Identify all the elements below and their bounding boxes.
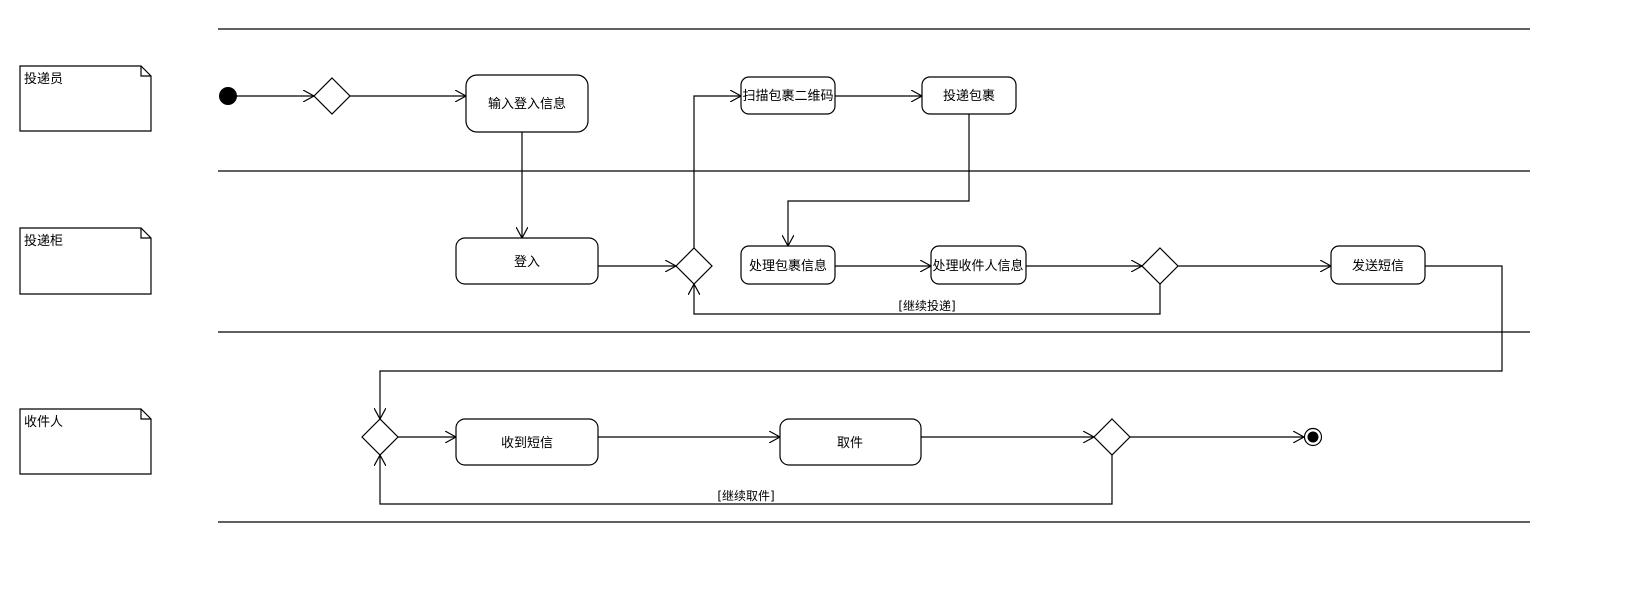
activity-receive-sms-label: 收到短信	[501, 436, 553, 451]
activity-process-parcel: 处理包裹信息	[740, 245, 836, 285]
start-node	[219, 87, 237, 105]
activity-receive-sms: 收到短信	[455, 418, 599, 466]
activity-pickup: 取件	[779, 418, 922, 466]
decision-node-5	[1093, 418, 1131, 456]
activity-input-login-label: 输入登入信息	[488, 96, 566, 112]
activity-send-sms-label: 发送短信	[1352, 258, 1404, 274]
activity-login-label: 登入	[514, 255, 540, 270]
lane-label-locker-text: 投递柜	[24, 233, 63, 249]
decision-node-1	[313, 77, 351, 115]
lane-label-locker: 投递柜	[19, 227, 152, 295]
guard-continue-delivery: [继续投递]	[898, 298, 955, 313]
activity-process-recipient: 处理收件人信息	[930, 245, 1027, 285]
lane-label-courier-text: 投递员	[24, 71, 63, 87]
decision-node-2	[675, 247, 713, 285]
activity-send-sms: 发送短信	[1330, 245, 1426, 285]
activity-pickup-label: 取件	[837, 436, 863, 451]
activity-scan-qr: 扫描包裹二维码	[740, 76, 836, 115]
activity-scan-qr-label: 扫描包裹二维码	[742, 89, 833, 104]
activity-process-recipient-label: 处理收件人信息	[932, 258, 1023, 274]
flow-edges	[236, 96, 1503, 505]
lane-label-recipient: 收件人	[19, 408, 152, 475]
activity-deliver-parcel-label: 投递包裹	[943, 88, 995, 104]
activity-process-parcel-label: 处理包裹信息	[749, 258, 827, 274]
guard-continue-pickup: [继续取件]	[717, 489, 774, 503]
activity-login: 登入	[455, 237, 599, 285]
activity-input-login: 输入登入信息	[465, 74, 589, 133]
decision-node-3	[1141, 247, 1179, 285]
decision-node-4	[361, 418, 399, 456]
activity-deliver-parcel: 投递包裹	[921, 76, 1017, 115]
lane-label-recipient-text: 收件人	[24, 415, 63, 430]
lane-label-courier: 投递员	[19, 65, 152, 132]
end-node	[1303, 427, 1323, 447]
